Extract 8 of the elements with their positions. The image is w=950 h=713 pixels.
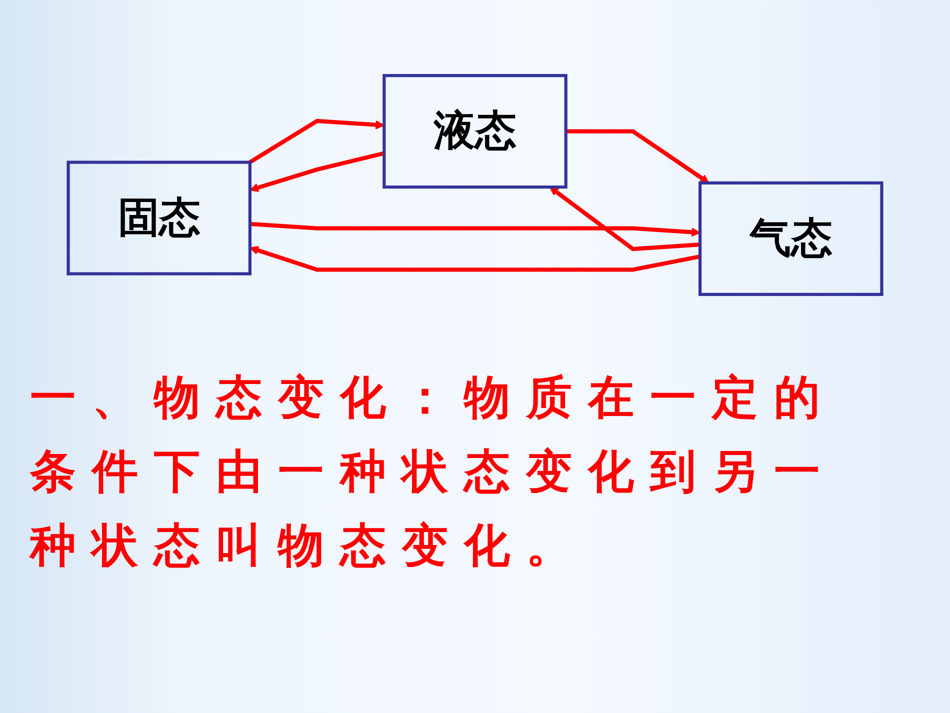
- arrow: [248, 118, 385, 164]
- definition-text: 一、物态变化：物质在一定的条件下由一种状态变化到另一种状态叫物态变化。: [30, 369, 837, 574]
- arrow: [250, 151, 385, 192]
- arrow: [566, 129, 710, 184]
- arrow: [250, 246, 700, 272]
- arrow: [250, 222, 700, 237]
- arrow: [549, 186, 700, 252]
- node-box: 固态: [66, 160, 252, 276]
